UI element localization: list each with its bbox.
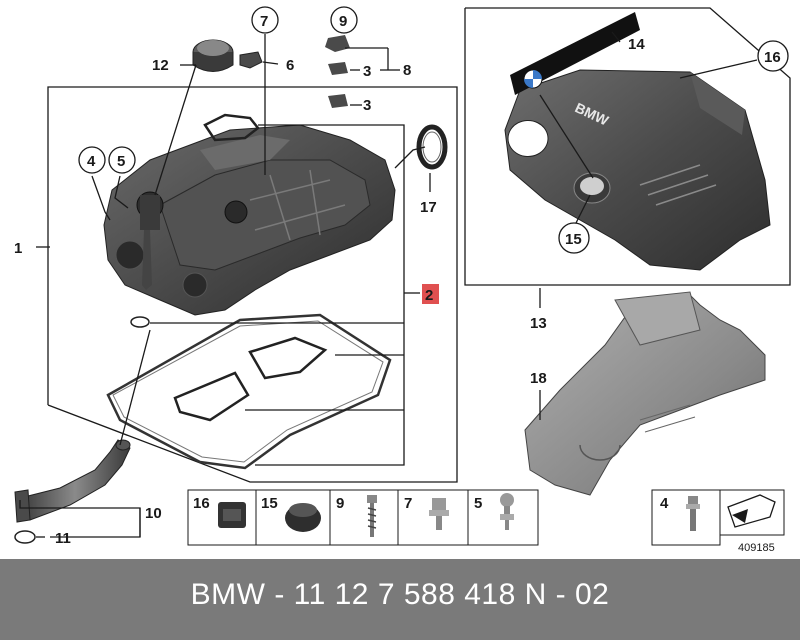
side-part-label-4: 4 [660, 495, 669, 512]
callout-11: 11 [55, 530, 71, 547]
clip-6 [239, 51, 263, 69]
small-part-label-15: 15 [261, 495, 278, 512]
callout-13: 13 [530, 315, 547, 332]
parts-diagram: 12 6 8 3 3 1 17 10 11 14 13 18 2 7 9 4 5… [14, 6, 791, 554]
callout-7: 7 [260, 13, 268, 30]
valve-cover-illustration [103, 124, 396, 316]
part-icon-5 [500, 493, 514, 530]
engine-cover-frame-13 [464, 7, 791, 286]
small-parts-panel [187, 489, 539, 546]
small-part-label-16: 16 [193, 495, 210, 512]
callout-4: 4 [87, 153, 96, 170]
part-icon-7 [429, 498, 449, 530]
callout-3b: 3 [363, 97, 371, 114]
small-part-label-9: 9 [336, 495, 344, 512]
circled-callouts: 7 9 4 5 16 15 [78, 6, 789, 254]
callout-16: 16 [764, 49, 781, 66]
assembly-1-frame [47, 86, 458, 483]
callout-14: 14 [628, 36, 645, 53]
small-part-label-7: 7 [404, 495, 412, 512]
callout-1: 1 [14, 240, 22, 257]
diagram-id: 409185 [738, 542, 775, 554]
cover-badge-14 [510, 12, 640, 95]
callout-18: 18 [530, 370, 547, 387]
callout-12: 12 [152, 57, 169, 74]
callout-15: 15 [565, 231, 582, 248]
small-part-label-5: 5 [474, 495, 482, 512]
footer-bar [0, 559, 800, 640]
callout-10: 10 [145, 505, 162, 522]
oil-filler-cap [192, 39, 234, 72]
part-number-caption: BMW - 11 12 7 588 418 N - 02 [190, 578, 610, 611]
part-icon-4 [686, 496, 700, 531]
engine-cover-illustration [504, 69, 771, 271]
callout-2-highlight: 2 [422, 284, 439, 304]
callout-8: 8 [403, 62, 411, 79]
cover-seal-gasket [203, 113, 260, 142]
small-parts-numbers: 16 15 9 7 5 4 409185 [193, 495, 775, 554]
gasket-set-2 [106, 313, 392, 470]
vent-pipe-10 [14, 439, 131, 544]
clip-parts-3-8-9 [325, 35, 350, 108]
callout-17: 17 [420, 199, 437, 216]
callout-5: 5 [117, 153, 125, 170]
side-part-panel [651, 489, 785, 546]
callout-9: 9 [339, 13, 347, 30]
leader-lines [19, 31, 758, 538]
callout-2: 2 [425, 287, 433, 304]
callout-6: 6 [286, 57, 294, 74]
callout-labels: 12 6 8 3 3 1 17 10 11 14 13 18 [14, 36, 645, 547]
heat-shield-18 [524, 291, 766, 496]
callout-3a: 3 [363, 63, 371, 80]
part-icon-9 [367, 495, 377, 537]
arrow-symbol-icon [727, 494, 776, 528]
